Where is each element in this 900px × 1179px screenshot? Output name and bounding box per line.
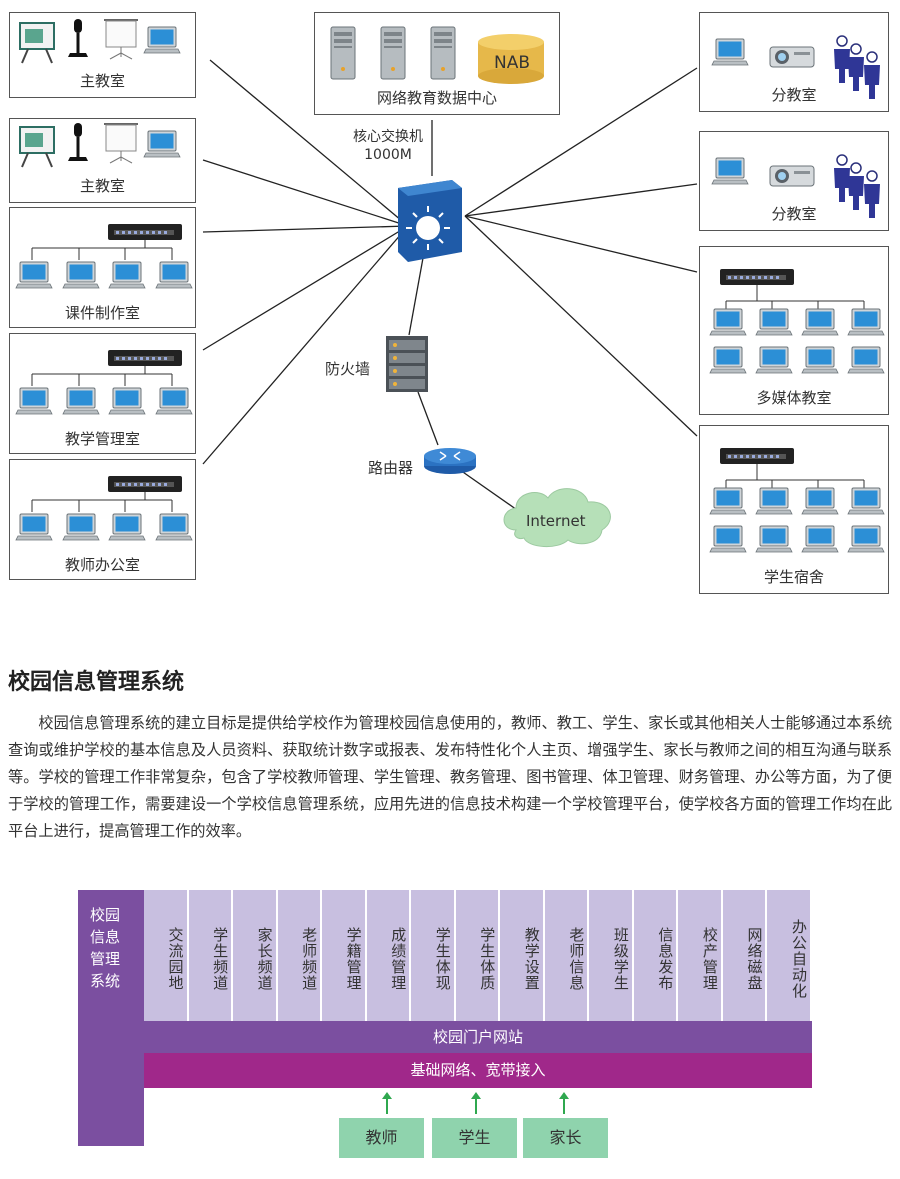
portal-band: 校园门户网站 — [144, 1021, 812, 1053]
network-links — [202, 59, 698, 513]
router-label: 路由器 — [368, 459, 414, 477]
data-center: NAB 网络教育数据中心 — [314, 12, 560, 115]
module-column: 校产管理 — [678, 890, 722, 1021]
arrow-up-icon — [471, 1092, 481, 1114]
module-column: 交流园地 — [144, 890, 188, 1021]
multimedia-network — [709, 269, 885, 374]
arrow-up-icon — [382, 1092, 392, 1114]
network-topology-diagram — [202, 34, 698, 547]
firewall-label: 防火墙 — [325, 360, 371, 378]
core-switch-name: 核心交换机 — [353, 129, 423, 145]
internet-cloud-icon — [503, 488, 611, 547]
module-column: 成绩管理 — [366, 890, 411, 1021]
room-label: 课件制作室 — [64, 304, 140, 322]
room-label: 学生宿舍 — [763, 568, 824, 586]
multimedia-classroom: 多媒体教室 — [699, 246, 889, 415]
dormitory-network — [709, 448, 885, 553]
module-column: 网络磁盘 — [722, 890, 767, 1021]
core-switch-speed: 1000M — [364, 147, 412, 163]
room-label: 分教室 — [771, 205, 817, 223]
internet-label: Internet — [526, 512, 586, 530]
nab-label: NAB — [493, 53, 530, 73]
section-title: 校园信息管理系统 — [8, 670, 185, 695]
firewall-icon — [386, 336, 428, 392]
room-label: 网络教育数据中心 — [376, 89, 497, 107]
system-side-bar: 校园信息管理系统 — [78, 890, 144, 1146]
user-parent: 家长 — [523, 1118, 608, 1158]
system-side-label: 校园信息管理系统 — [90, 906, 121, 990]
user-student: 学生 — [432, 1118, 517, 1158]
room-label: 教学管理室 — [64, 430, 140, 448]
module-column: 学生频道 — [188, 890, 233, 1021]
module-column: 信息发布 — [633, 890, 678, 1021]
courseware-room-network — [15, 224, 193, 289]
module-column: 家长频道 — [233, 890, 277, 1021]
room-label: 教师办公室 — [64, 556, 140, 574]
router-icon — [424, 448, 476, 474]
courseware-room: 课件制作室 — [9, 207, 196, 328]
core-switch-label: 核心交换机 1000M — [338, 128, 438, 164]
nab-storage-icon — [478, 34, 544, 84]
room-label: 主教室 — [79, 177, 125, 195]
module-column: 学生体现 — [411, 890, 455, 1021]
room-label: 主教室 — [79, 72, 125, 90]
base-network-band: 基础网络、宽带接入 — [144, 1053, 812, 1088]
main-classroom-1: 主教室 — [9, 12, 196, 98]
user-teacher: 教师 — [339, 1118, 424, 1158]
description-paragraph: 校园信息管理系统的建立目标是提供给学校作为管理校园信息使用的，教师、教工、学生、… — [8, 714, 892, 840]
main-classroom-2: 主教室 — [9, 118, 196, 203]
module-column: 班级学生 — [589, 890, 633, 1021]
module-column: 办公自动化 — [767, 890, 811, 1021]
branch-classroom-1: 分教室 — [699, 12, 889, 112]
arrow-up-icon — [559, 1092, 569, 1114]
teaching-management-room: 教学管理室 — [9, 333, 196, 454]
core-switch-icon — [398, 180, 462, 262]
teaching-management-network — [15, 350, 193, 415]
teacher-office-network — [15, 476, 193, 541]
teacher-office: 教师办公室 — [9, 459, 196, 580]
module-column: 老师频道 — [277, 890, 322, 1021]
module-column: 学籍管理 — [322, 890, 366, 1021]
module-column: 教学设置 — [500, 890, 544, 1021]
room-label: 多媒体教室 — [756, 389, 832, 407]
room-label: 分教室 — [771, 86, 817, 104]
student-dormitory: 学生宿舍 — [699, 425, 889, 594]
module-column: 老师信息 — [544, 890, 589, 1021]
module-column: 学生体质 — [455, 890, 500, 1021]
branch-classroom-2: 分教室 — [699, 131, 889, 231]
